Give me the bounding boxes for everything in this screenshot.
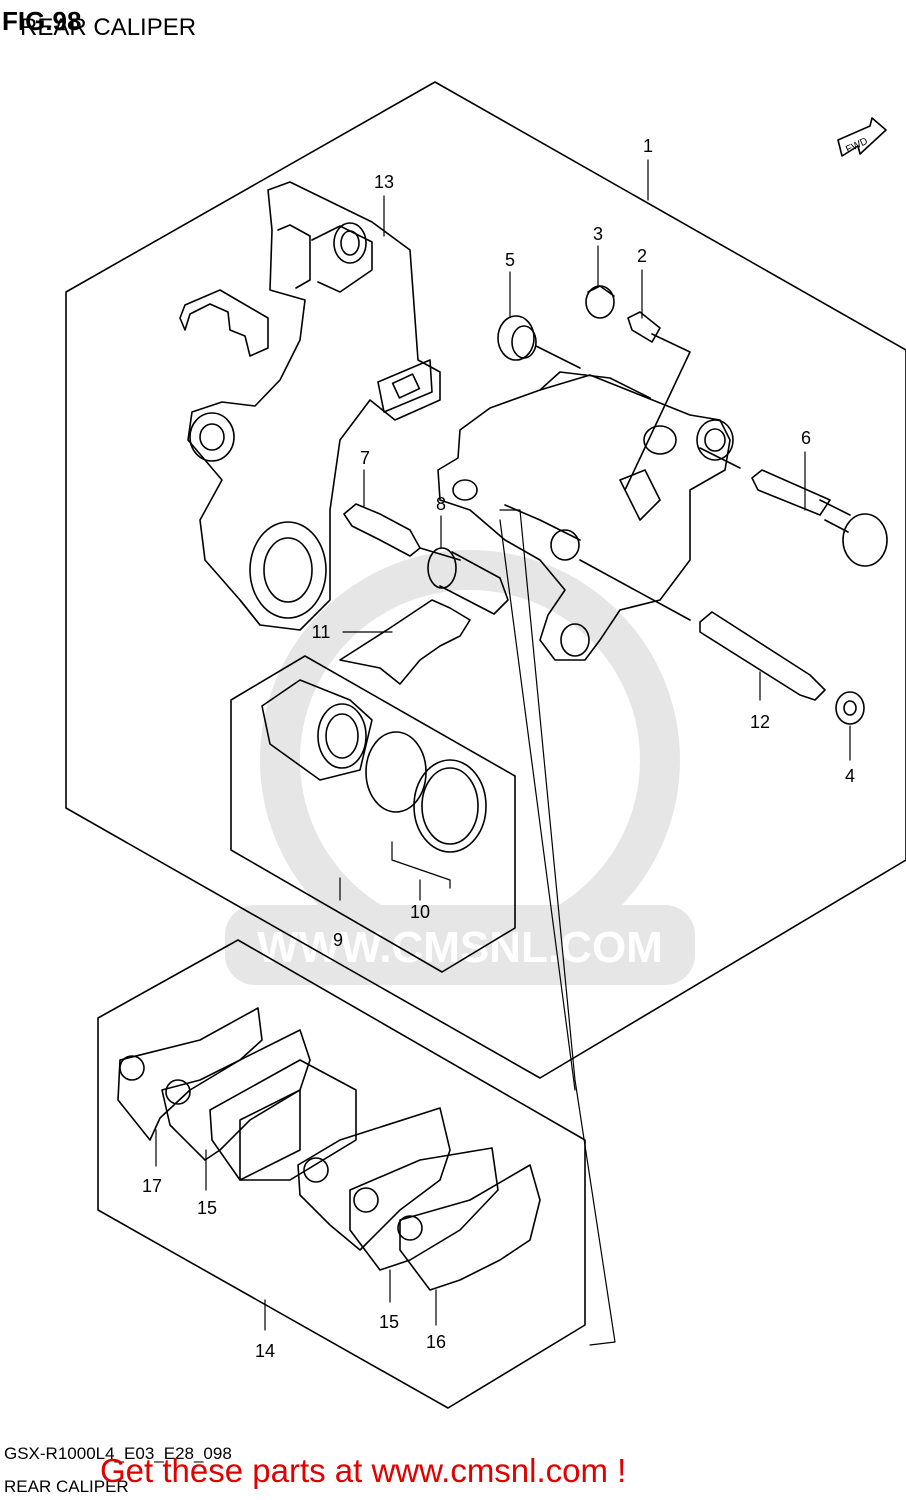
watermark: WWW.CMSNL.COM (225, 550, 695, 985)
fwd-label: FWD (844, 136, 869, 156)
figure-number: FIG.98 (2, 6, 82, 36)
diagram-code: GSX-R1000L4_E03_E28_098 (4, 1444, 232, 1463)
piston (261, 679, 373, 781)
callout-3: 3 (593, 224, 603, 244)
callout-15b: 15 (379, 1312, 399, 1332)
pad-set-box (97, 939, 586, 1409)
callout-13: 13 (374, 172, 394, 192)
callout-12: 12 (750, 712, 770, 732)
callout-14: 14 (255, 1341, 275, 1361)
caliper-body (437, 371, 734, 661)
piston-seal (365, 731, 427, 813)
callout-10: 10 (410, 902, 430, 922)
callout-2: 2 (637, 246, 647, 266)
caliper-bracket (187, 181, 441, 631)
piston-kit-box (230, 655, 516, 973)
fwd-arrow-icon: FWD (837, 117, 887, 157)
callout-15a: 15 (197, 1198, 217, 1218)
dust-seal (413, 759, 487, 853)
slide-pin-6 (699, 447, 888, 567)
callout-5: 5 (505, 250, 515, 270)
sleeve-8 (427, 547, 509, 615)
callout-4: 4 (845, 766, 855, 786)
brake-pad-15a (161, 1029, 357, 1181)
bleeder-valve (624, 311, 691, 491)
assembly-box (65, 81, 906, 1079)
pad-shim-17 (117, 1007, 263, 1141)
bleeder-cap (585, 285, 615, 319)
boot (497, 315, 581, 369)
callout-6: 6 (801, 428, 811, 448)
callout-9: 9 (333, 930, 343, 950)
pad-shim-16 (397, 1164, 541, 1291)
callout-7: 7 (360, 448, 370, 468)
callout-1: 1 (643, 136, 653, 156)
pad-spring (339, 599, 471, 685)
plug (835, 691, 865, 725)
bracket-clip (179, 289, 269, 357)
figure-subtitle: REAR CALIPER (20, 14, 197, 41)
diagram-name: REAR CALIPER (4, 1477, 129, 1496)
callout-16: 16 (426, 1332, 446, 1352)
watermark-text: WWW.CMSNL.COM (257, 923, 663, 972)
callout-8: 8 (436, 494, 446, 514)
callout-17: 17 (142, 1176, 162, 1196)
leader-lines (155, 159, 851, 1346)
shop-link[interactable]: Get these parts at www.cmsnl.com ! (100, 1452, 627, 1489)
brake-pad-15b (297, 1107, 499, 1271)
slide-pin-12 (579, 559, 826, 701)
callout-11: 11 (312, 622, 331, 642)
